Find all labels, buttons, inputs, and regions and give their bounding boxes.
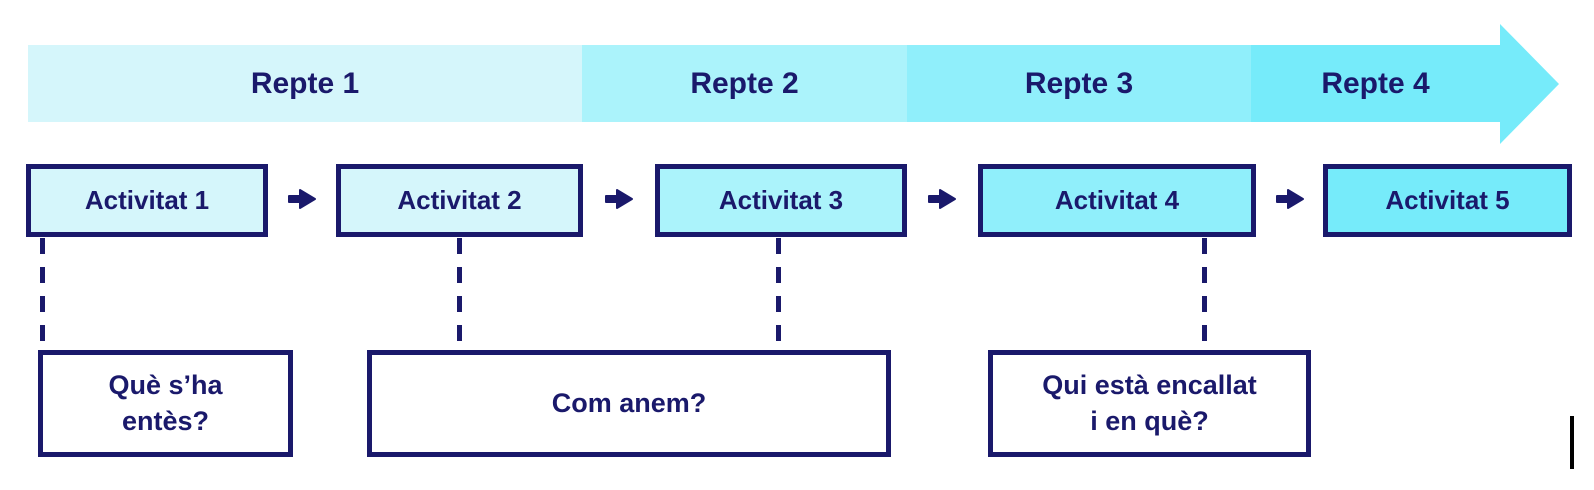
question-1-line-1: Què s’ha: [108, 370, 223, 401]
question-3-line-2: i en què?: [1090, 405, 1209, 436]
repte-4-label: Repte 4: [1321, 66, 1430, 100]
timeline-segment-repte-1: Repte 1: [28, 45, 582, 122]
right-arrow-icon: [604, 188, 634, 210]
repte-1-label: Repte 1: [250, 66, 360, 100]
dashed-connector: [1202, 238, 1207, 342]
activity-3-label: Activitat 3: [718, 185, 844, 215]
question-2-line-1: Com anem?: [551, 387, 707, 418]
timeline-segment-repte-3: Repte 3: [907, 45, 1251, 122]
activity-5-label: Activitat 5: [1385, 185, 1510, 215]
question-box-2: Com anem?: [367, 350, 891, 457]
activity-box-3: Activitat 3: [655, 164, 907, 237]
activity-box-4: Activitat 4: [978, 164, 1256, 237]
repte-2-label: Repte 2: [690, 66, 799, 100]
dashed-connector: [40, 238, 45, 342]
activity-4-label: Activitat 4: [1054, 185, 1180, 215]
question-box-3: Qui està encallat i en què?: [988, 350, 1311, 457]
question-3-line-1: Qui està encallat: [1042, 370, 1257, 401]
activity-box-2: Activitat 2: [336, 164, 583, 237]
timeline-segment-repte-2: Repte 2: [582, 45, 907, 122]
right-arrow-icon: [927, 188, 957, 210]
timeline-arrowhead-icon: [1500, 24, 1559, 144]
question-1-line-2: entès?: [121, 405, 210, 436]
timeline-segment-repte-4: Repte 4: [1251, 45, 1500, 122]
dashed-connector: [776, 238, 781, 342]
right-arrow-icon: [287, 188, 317, 210]
activity-2-label: Activitat 2: [397, 185, 522, 215]
dashed-connector: [457, 238, 462, 342]
text-cursor: [1570, 416, 1574, 469]
activity-box-5: Activitat 5: [1323, 164, 1572, 237]
activity-box-1: Activitat 1: [26, 164, 268, 237]
right-arrow-icon: [1275, 188, 1305, 210]
repte-3-label: Repte 3: [1024, 66, 1134, 100]
question-box-1: Què s’ha entès?: [38, 350, 293, 457]
activity-1-label: Activitat 1: [84, 185, 210, 215]
